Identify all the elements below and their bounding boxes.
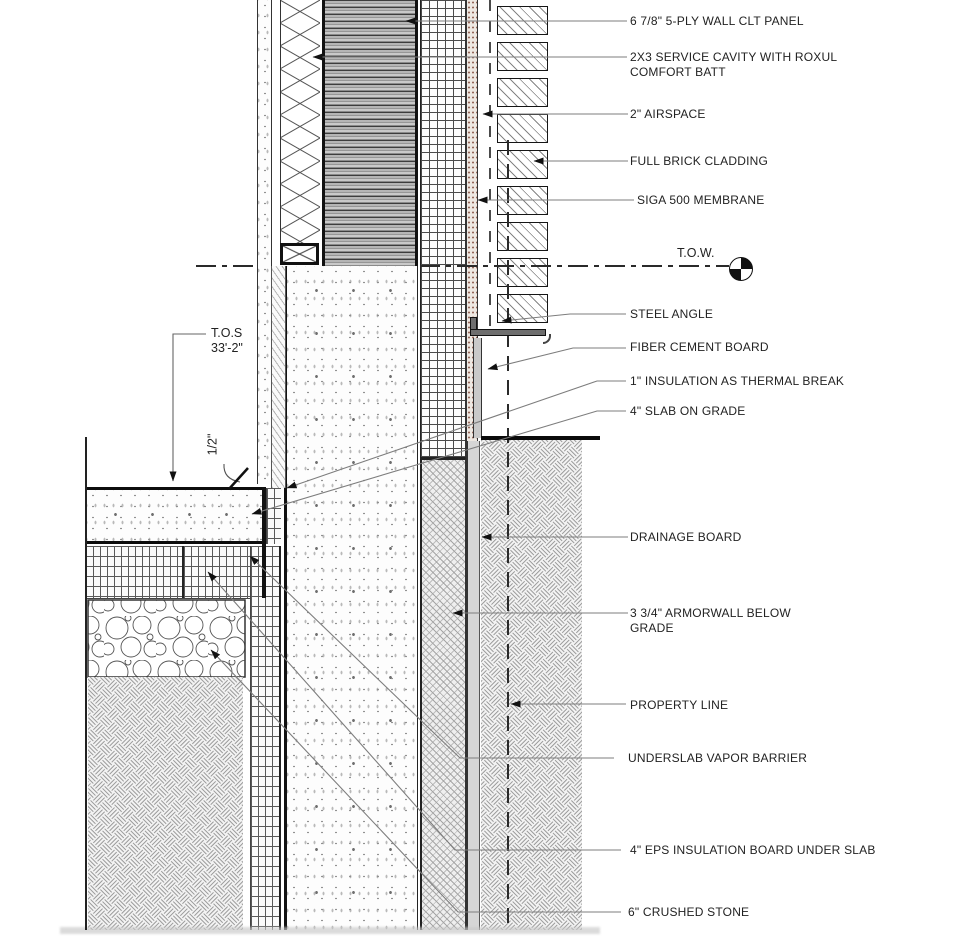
steel-angle-drip-edge <box>543 334 551 344</box>
callout-steel-angle: STEEL ANGLE <box>630 307 714 321</box>
wood-blocking-2x3 <box>280 243 319 265</box>
eps-board-joint-line <box>182 546 184 598</box>
service-cavity-layer <box>280 0 321 244</box>
callout-thermal-break: 1" INSULATION AS THERMAL BREAK <box>630 374 845 388</box>
callout-brick: FULL BRICK CLADDING <box>630 154 769 168</box>
fiber-cement-board-layer <box>473 338 482 438</box>
callout-airspace: 2" AIRSPACE <box>630 107 706 121</box>
callout-drainage: DRAINAGE BOARD <box>630 530 742 544</box>
eps-insulation-underslab <box>86 546 250 599</box>
airspace-cavity-line <box>489 0 491 329</box>
brick-cladding-column <box>497 0 551 330</box>
eps-vertical-strip <box>250 546 281 930</box>
brick-unit <box>497 294 548 323</box>
clt-panel-layer <box>322 0 418 266</box>
joint-gap-tick <box>228 467 249 490</box>
callout-clt-panel: 6 7/8" 5-PLY WALL CLT PANEL <box>630 14 804 28</box>
bottom-cut-edge <box>60 927 600 934</box>
tow-datum-line-left <box>196 265 258 267</box>
tos-datum-label: T.O.S 33'-2" <box>211 326 243 356</box>
joint-gap-label: 1/2" <box>205 433 220 456</box>
brick-unit <box>497 42 548 71</box>
crushed-stone-layer <box>87 599 246 678</box>
left-cut-line <box>85 437 87 930</box>
callout-vapor-barrier: UNDERSLAB VAPOR BARRIER <box>628 751 808 765</box>
brick-unit <box>497 114 548 143</box>
slab-edge-line <box>262 487 266 598</box>
elevation-target-icon <box>729 257 753 281</box>
grade-line <box>481 436 600 440</box>
callout-service-cavity: 2X3 SERVICE CAVITY WITH ROXUL COMFORT BA… <box>630 50 837 79</box>
callout-eps: 4" EPS INSULATION BOARD UNDER SLAB <box>630 843 876 857</box>
armorwall-below-grade-layer <box>420 458 466 930</box>
callout-stone: 6" CRUSHED STONE <box>628 905 750 919</box>
brick-unit <box>497 150 548 179</box>
property-line <box>507 140 509 930</box>
brick-unit <box>497 258 548 287</box>
tow-datum-line-right <box>420 265 729 267</box>
slab-on-grade <box>86 487 266 544</box>
concrete-foundation-wall <box>284 266 418 930</box>
tow-datum-label: T.O.W. <box>677 246 715 260</box>
callout-slab: 4" SLAB ON GRADE <box>630 404 746 418</box>
soil-left-region <box>88 677 243 930</box>
callout-siga: SIGA 500 MEMBRANE <box>637 193 765 207</box>
brick-unit <box>497 222 548 251</box>
brick-unit <box>497 78 548 107</box>
thermal-break-strip <box>266 488 281 544</box>
leader-joint-gap <box>223 463 241 483</box>
tos-text: T.O.S <box>211 326 243 340</box>
steel-angle-horizontal-leg <box>470 329 546 336</box>
interior-board-layer <box>257 0 272 484</box>
callout-fiber-cement: FIBER CEMENT BOARD <box>630 340 769 354</box>
brick-unit <box>497 6 548 35</box>
soil-right-region <box>481 440 582 930</box>
callout-armorwall: 3 3/4" ARMORWALL BELOW GRADE <box>630 606 791 635</box>
drainage-board-layer <box>466 441 480 930</box>
tos-elevation: 33'-2" <box>211 341 243 355</box>
callout-property-line: PROPERTY LINE <box>630 698 729 712</box>
exterior-insulation-grid-layer <box>420 0 466 458</box>
foundation-face-insulation-strip <box>271 266 286 488</box>
leader-tos <box>169 333 206 482</box>
brick-unit <box>497 186 548 215</box>
